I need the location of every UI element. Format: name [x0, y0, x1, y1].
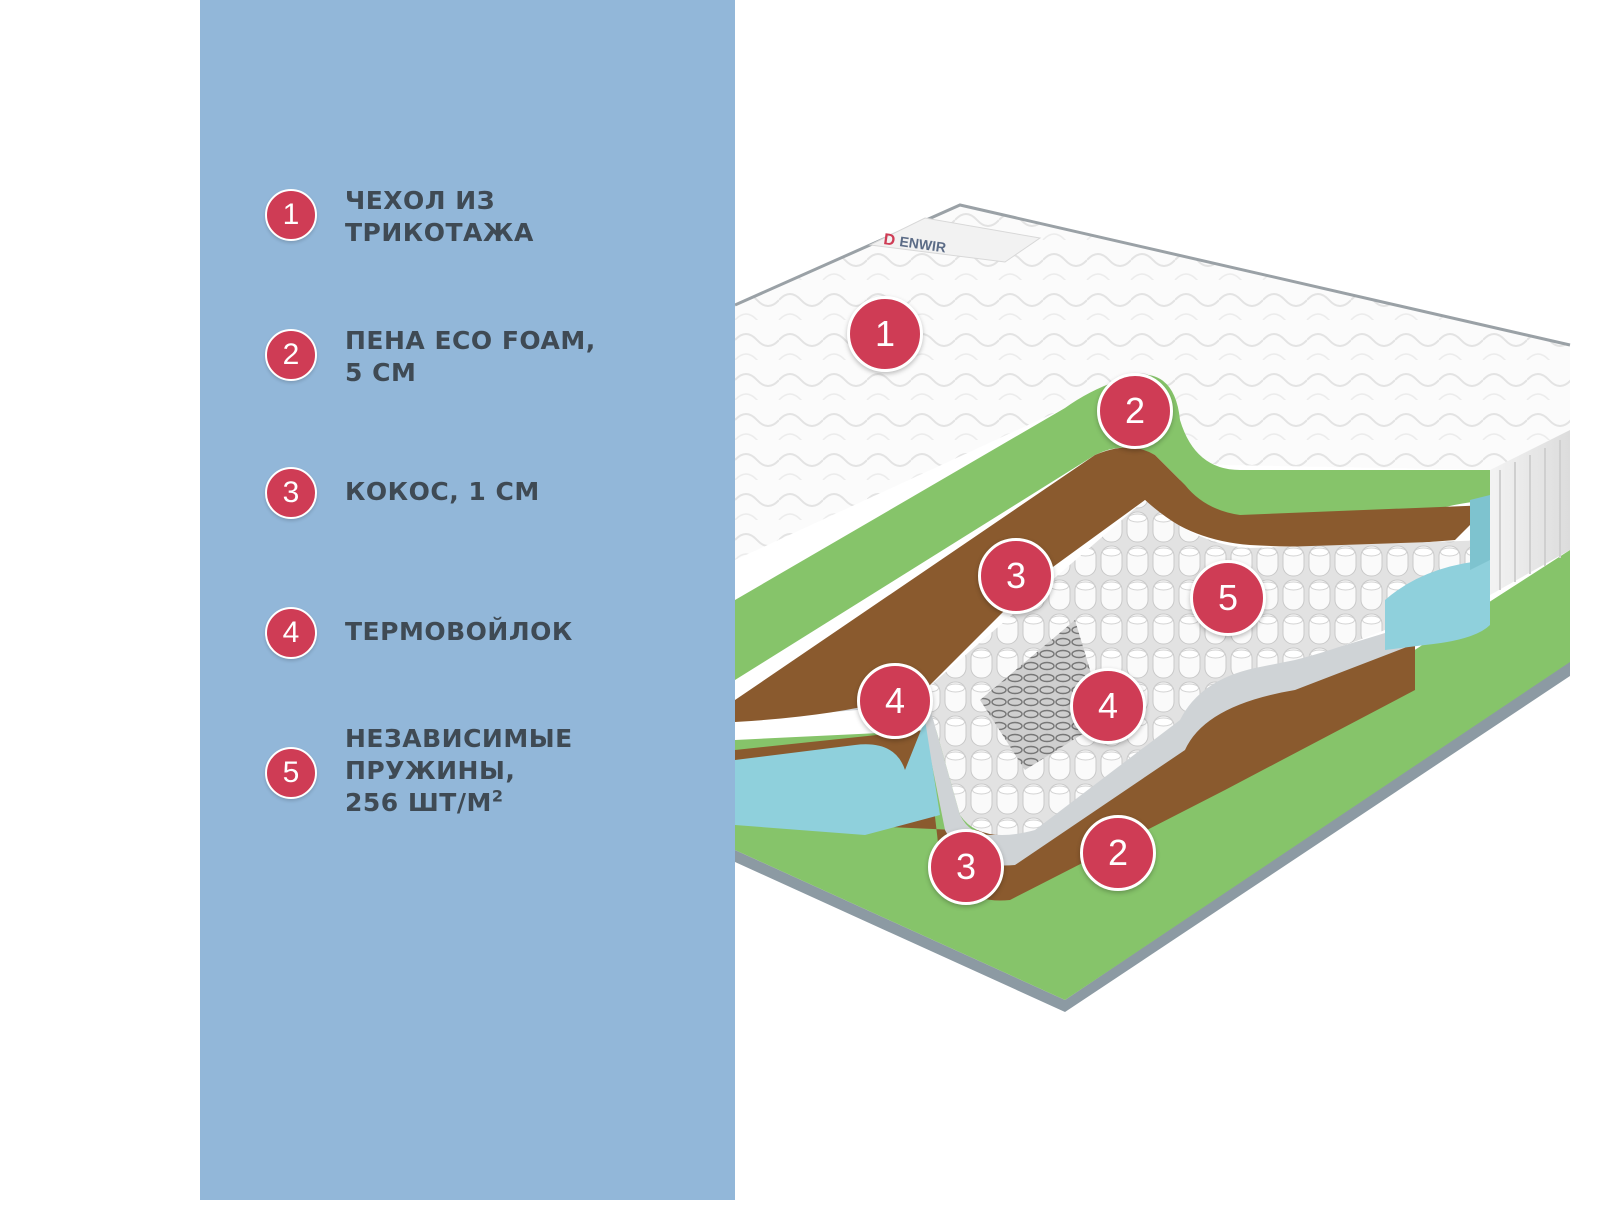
marker-eco-foam-bottom: 2	[1080, 815, 1156, 891]
pocket-springs-block	[925, 500, 1490, 835]
brand-label: D ENWIR	[868, 217, 1042, 263]
legend-badge: 4	[265, 607, 317, 659]
legend-label: ЧЕХОЛ ИЗ ТРИКОТАЖА	[345, 186, 534, 247]
thermofelt-layer	[735, 620, 1425, 866]
legend-badge: 5	[265, 747, 317, 799]
legend-label: НЕЗАВИСИМЫЕ ПРУЖИНЫ, 256 ШТ/М2	[345, 724, 573, 817]
mattress-illustration: D ENWIR 1 2 2 3 3 4 4 5	[734, 0, 1600, 1200]
marker-cover: 1	[847, 296, 923, 372]
mattress-cutaway-graphic: D ENWIR	[734, 203, 1571, 1012]
side-foam-right	[1385, 495, 1490, 650]
marker-thermofelt-left: 4	[857, 663, 933, 739]
marker-springs: 5	[1190, 560, 1266, 636]
mattress-bottom-edge	[735, 660, 1570, 1012]
marker-coconut-bottom: 3	[928, 829, 1004, 905]
legend-label: ПЕНА ECO FOAM, 5 СМ	[345, 326, 596, 387]
marker-thermofelt-right: 4	[1070, 668, 1146, 744]
legend-badge: 1	[265, 189, 317, 241]
legend-panel: 1 ЧЕХОЛ ИЗ ТРИКОТАЖА 2 ПЕНА ECO FOAM, 5 …	[200, 0, 735, 1200]
cover-side-right	[1490, 430, 1570, 595]
coconut-top-layer	[735, 447, 1490, 722]
marker-coconut-top: 3	[978, 538, 1054, 614]
marker-eco-foam-top: 2	[1097, 373, 1173, 449]
brand-logo-letter: D	[882, 231, 896, 249]
brand-name: ENWIR	[899, 233, 947, 255]
eco-foam-top-layer	[735, 374, 1490, 720]
legend-label: ТЕРМОВОЙЛОК	[345, 617, 573, 646]
legend-badge: 3	[265, 467, 317, 519]
legend-badge: 2	[265, 329, 317, 381]
coconut-bottom-layer	[735, 640, 1415, 901]
side-foam-left	[735, 720, 940, 835]
legend-label: КОКОС, 1 СМ	[345, 477, 540, 506]
